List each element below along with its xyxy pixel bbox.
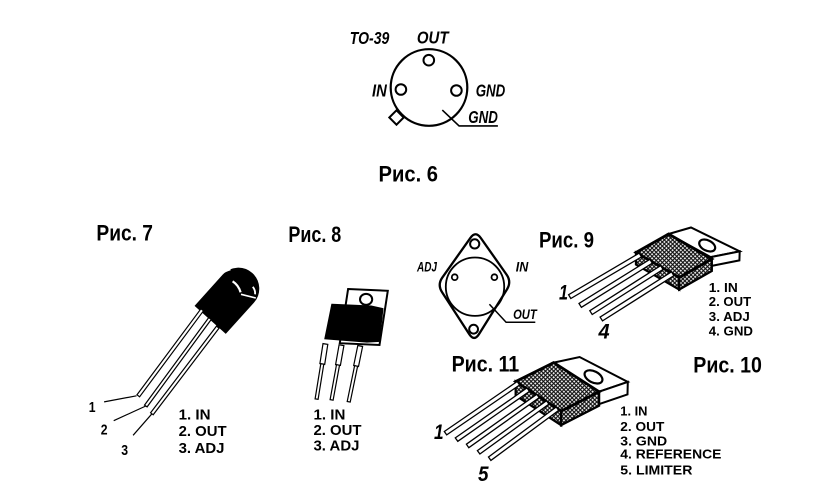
svg-text:2. OUT: 2. OUT [620, 419, 664, 434]
svg-text:Рис. 6: Рис. 6 [379, 162, 439, 187]
svg-text:1: 1 [89, 399, 96, 416]
svg-text:1. IN: 1. IN [314, 407, 346, 424]
svg-text:5. LIMITER: 5. LIMITER [620, 462, 693, 477]
svg-text:Рис. 7: Рис. 7 [96, 220, 153, 245]
svg-text:3. ADJ: 3. ADJ [314, 438, 360, 455]
svg-text:IN: IN [516, 260, 529, 275]
svg-text:4. GND: 4. GND [709, 324, 753, 339]
svg-text:4. REFERENCE: 4. REFERENCE [620, 447, 721, 462]
svg-text:5: 5 [478, 463, 489, 486]
svg-text:ADJ: ADJ [416, 260, 437, 275]
svg-text:1: 1 [559, 282, 568, 305]
svg-text:3. ADJ: 3. ADJ [709, 309, 750, 324]
svg-text:GND: GND [468, 107, 498, 127]
svg-text:IN: IN [372, 81, 387, 101]
svg-text:OUT: OUT [513, 307, 538, 322]
svg-text:2: 2 [101, 421, 108, 438]
svg-text:3. GND: 3. GND [620, 434, 667, 449]
svg-text:Рис. 10: Рис. 10 [693, 353, 762, 378]
svg-text:Рис. 11: Рис. 11 [452, 352, 520, 377]
svg-text:Рис. 9: Рис. 9 [539, 228, 594, 253]
svg-text:4: 4 [598, 321, 610, 344]
svg-text:2. OUT: 2. OUT [179, 423, 227, 440]
svg-text:2. OUT: 2. OUT [314, 422, 362, 439]
svg-text:3: 3 [121, 442, 128, 459]
svg-text:3. ADJ: 3. ADJ [179, 440, 225, 457]
svg-text:1. IN: 1. IN [620, 403, 647, 418]
svg-text:GND: GND [476, 81, 506, 101]
svg-text:Рис. 8: Рис. 8 [288, 222, 341, 247]
svg-text:1: 1 [434, 421, 444, 444]
svg-text:OUT: OUT [417, 28, 450, 48]
svg-text:1. IN: 1. IN [709, 280, 738, 295]
svg-text:2. OUT: 2. OUT [709, 294, 751, 309]
svg-text:TO-39: TO-39 [350, 28, 390, 48]
svg-text:1. IN: 1. IN [179, 406, 211, 423]
